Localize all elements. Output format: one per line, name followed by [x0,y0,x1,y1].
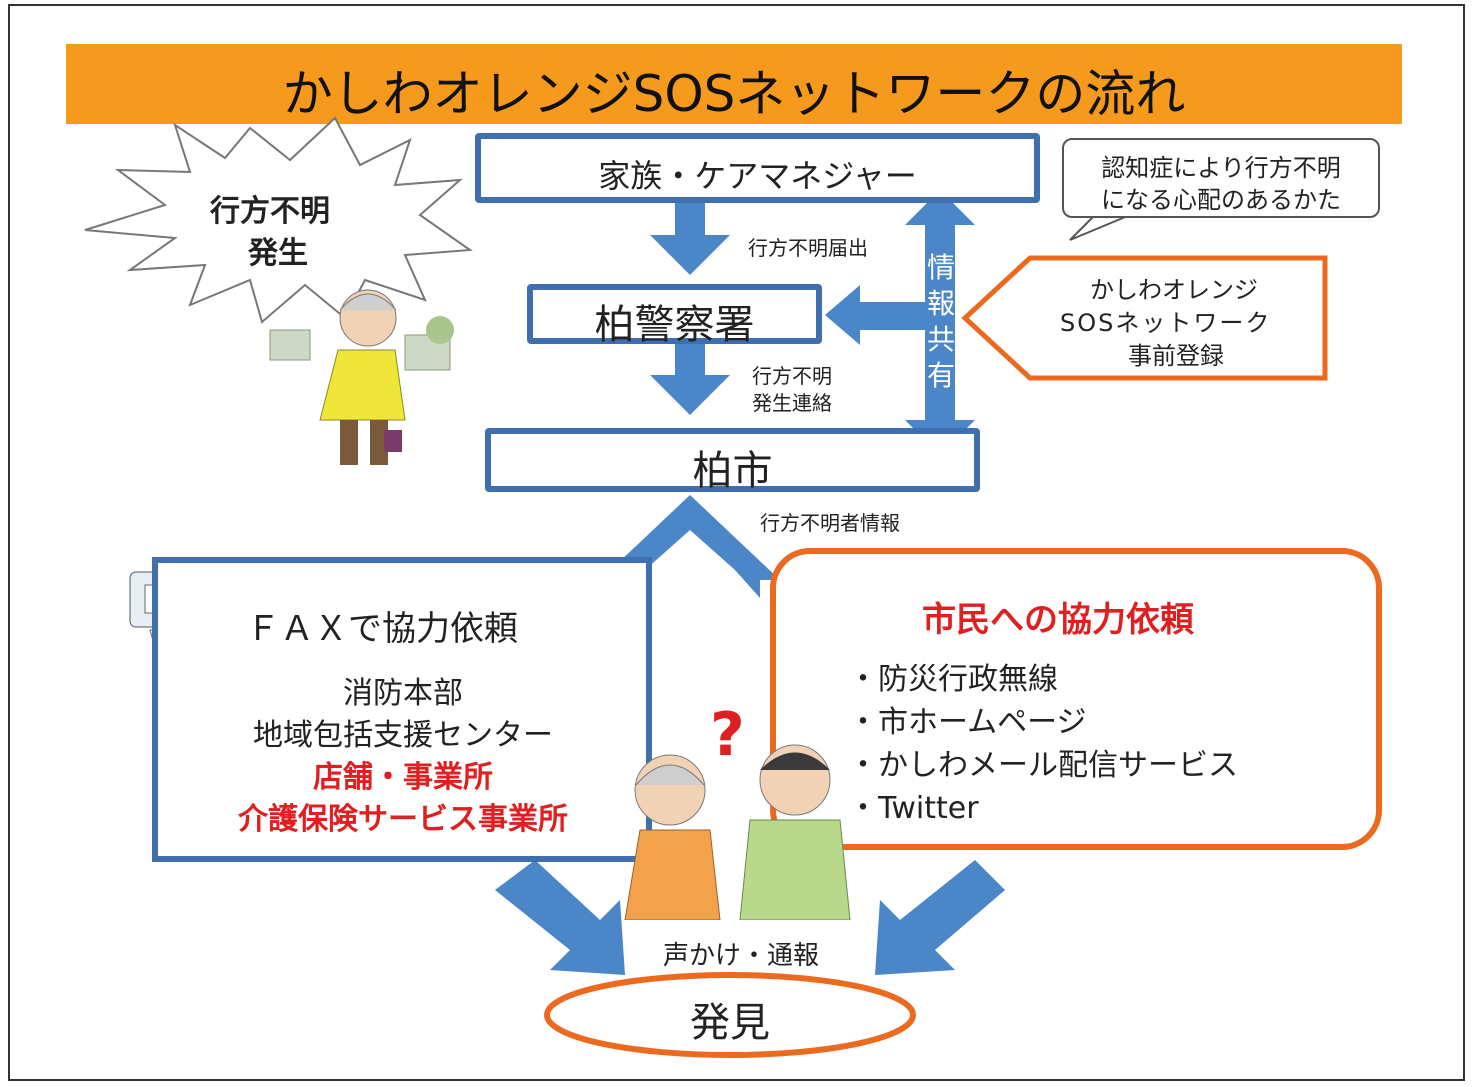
city-label: 柏市 [692,448,773,494]
arrow-citizen-found [875,860,1005,975]
police-label: 柏警察署 [594,302,755,348]
title-bar: かしわオレンジSOSネットワークの流れ [66,44,1402,124]
citizen-box: 市民への協力依頼 ・防災行政無線 ・市ホームページ ・かしわメール配信サービス … [770,548,1382,850]
police-box: 柏警察署 [527,284,822,348]
missing-info-label: 行方不明者情報 [760,511,900,535]
fax-box: ＦＡＸで協力依頼 消防本部 地域包括支援センター 店舗・事業所 介護保険サービス… [152,557,652,862]
contact-label-1: 行方不明 [752,364,832,388]
burst-icon [84,116,473,324]
fax-item-red-1: 店舗・事業所 [313,760,493,795]
info-share-label: 情 報 共 有 [926,251,955,392]
citizen-title: 市民への協力依頼 [922,600,1194,640]
elderly-woman-icon [269,289,454,465]
note-line-2: になる心配のあるかた [1101,186,1341,214]
registration-shape [961,255,1328,381]
note-line-1: 認知症により行方不明 [1101,154,1341,182]
arrow-family-police [650,200,730,275]
arrow-split [600,495,780,598]
citizen-item-2: ・市ホームページ [848,705,1087,740]
arrow-fax-found [495,860,625,975]
missing-label-2: 発生 [248,236,308,271]
question-mark-icon: ? [710,700,745,770]
city-box: 柏市 [485,428,980,494]
report-label: 行方不明届出 [748,236,868,260]
registration-line-2: SOSネットワーク [1060,309,1272,337]
found-ellipse [544,972,916,1058]
registration-line-3: 事前登録 [1128,342,1224,370]
confused-people-icon: ? [624,700,851,920]
family-box: 家族・ケアマネジャー [475,133,1040,203]
missing-label-1: 行方不明 [210,194,330,229]
arrow-info-share [905,190,975,455]
note-bubble: 認知症により行方不明 になる心配のあるかた [1062,138,1380,218]
fax-item-red-2: 介護保険サービス事業所 [238,802,568,837]
citizen-item-3: ・かしわメール配信サービス [848,748,1238,783]
found-label: 発見 [690,1000,770,1046]
fax-item-1: 消防本部 [343,676,463,711]
arrow-to-police [825,285,925,345]
fax-title: ＦＡＸで協力依頼 [246,609,518,649]
family-label: 家族・ケアマネジャー [598,157,917,195]
contact-label-2: 発生連絡 [752,391,832,415]
citizen-item-4: ・Twitter [848,791,979,826]
page-title: かしわオレンジSOSネットワークの流れ [282,65,1186,123]
citizen-item-1: ・防災行政無線 [848,662,1058,697]
registration-line-1: かしわオレンジ [1090,276,1258,304]
arrow-police-city [650,340,730,415]
fax-item-2: 地域包括支援センター [253,718,553,753]
call-out-label: 声かけ・通報 [663,941,820,971]
